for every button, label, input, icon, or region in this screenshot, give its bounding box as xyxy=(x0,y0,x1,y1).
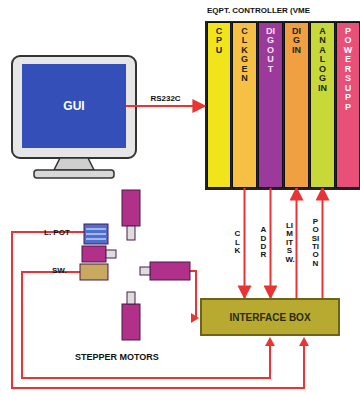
signal-label: RS232C xyxy=(150,94,180,103)
rack-frame xyxy=(205,21,360,190)
pot-stripes xyxy=(86,229,106,239)
motor xyxy=(122,190,140,226)
monitor-base xyxy=(34,170,114,178)
part-label: L. POT xyxy=(44,228,70,237)
wire xyxy=(190,271,197,318)
motor xyxy=(82,246,106,262)
card-slot: CPU xyxy=(207,22,231,188)
arrow-head xyxy=(299,337,309,346)
card-label: DIG IN xyxy=(292,23,301,55)
motor xyxy=(122,304,140,340)
card-slot: POWER SUPP xyxy=(336,22,360,188)
box-label: GUI xyxy=(63,99,84,113)
card-label: CLK GEN xyxy=(240,23,249,84)
card-slot: DIG IN xyxy=(284,22,309,188)
card-slot: DIG OUT xyxy=(258,22,283,188)
signal-connector xyxy=(244,188,246,298)
card-label: ANALOG IN xyxy=(318,23,327,93)
monitor-frame xyxy=(12,56,136,158)
monitor-stand xyxy=(54,158,94,170)
part-label: SW. xyxy=(52,266,67,275)
signal-connector xyxy=(322,188,324,298)
linear-pot xyxy=(84,224,108,244)
motor-shaft xyxy=(140,267,150,275)
signal-label: ADDR xyxy=(260,226,268,260)
card-label: POWER SUPP xyxy=(344,23,353,112)
motor-shaft xyxy=(127,292,135,304)
signal-connector xyxy=(296,188,298,298)
caption-label: STEPPER MOTORS xyxy=(75,352,159,362)
card-slot: CLK GEN xyxy=(232,22,257,188)
signal-label: CLK xyxy=(234,230,242,255)
signal-label: LIMIT SW. xyxy=(286,222,294,264)
card-slot: ANALOG IN xyxy=(310,22,335,188)
card-label: DIG OUT xyxy=(266,23,275,74)
box-label: INTERFACE BOX xyxy=(229,312,310,323)
arrow-head xyxy=(191,313,199,323)
interface-box: INTERFACE BOX xyxy=(200,298,340,336)
controller-rack: EQPT. CONTROLLER (VME CPU CLK GEN DIG OUT DI… xyxy=(205,4,360,190)
motor xyxy=(150,262,190,280)
limit-switch xyxy=(80,264,108,280)
signal-connector xyxy=(270,188,272,298)
screen: GUI xyxy=(22,64,126,148)
stepper-motors xyxy=(80,190,190,340)
signal-label: POSITION xyxy=(312,218,320,268)
motor-shaft xyxy=(127,226,135,240)
arrow-head xyxy=(265,337,275,346)
card-label: CPU xyxy=(215,23,224,55)
rack-heading: EQPT. CONTROLLER (VME xyxy=(207,6,310,15)
motor-shaft xyxy=(106,250,116,258)
signal-connector xyxy=(126,105,205,107)
